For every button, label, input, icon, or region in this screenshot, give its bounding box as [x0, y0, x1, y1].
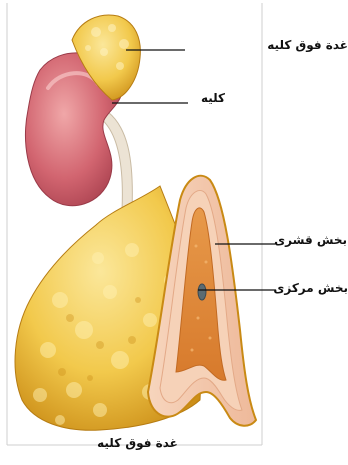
central-vein — [198, 284, 206, 300]
label-cortex: بخش قشری — [274, 233, 347, 247]
label-medulla: بخش مرکزی — [273, 281, 348, 295]
figure-caption: غدة فوق کلیه — [0, 436, 275, 450]
label-adrenal-gland: غدة فوق کلیه — [267, 38, 348, 52]
label-kidney: کلیه — [201, 91, 225, 105]
